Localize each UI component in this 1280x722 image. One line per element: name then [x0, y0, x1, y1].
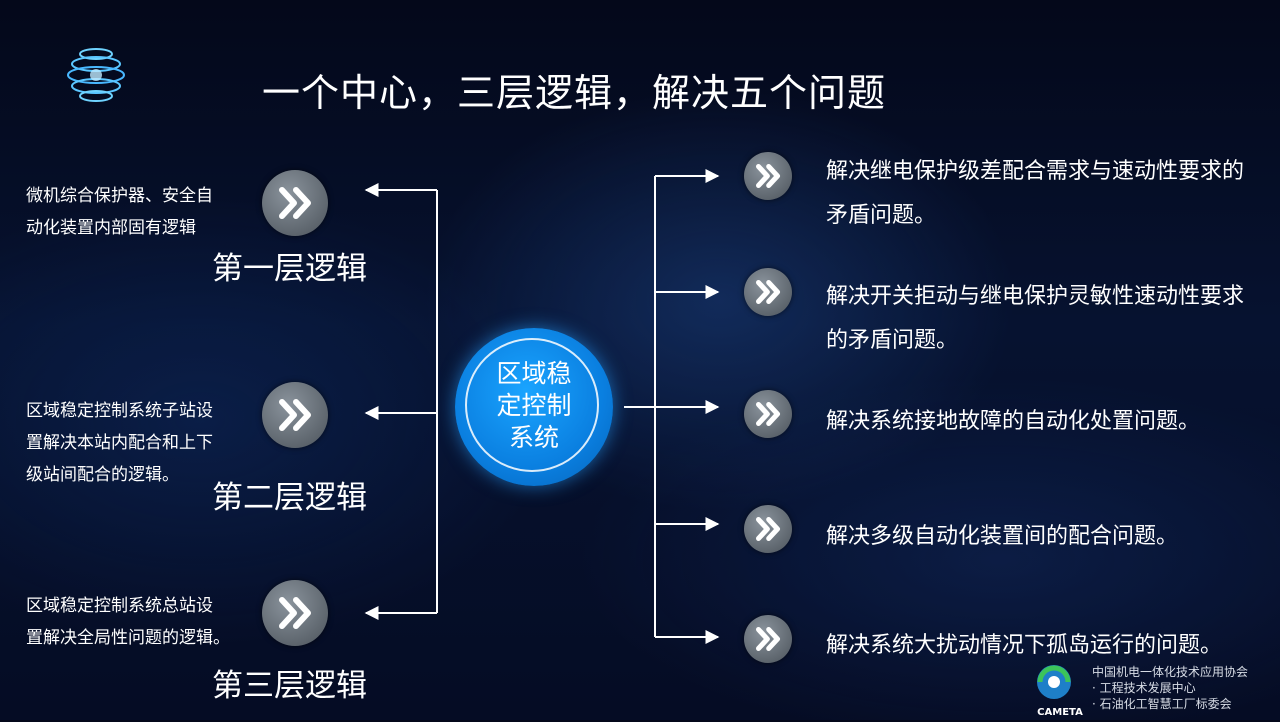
center-node-line-3: 系统: [508, 423, 559, 452]
problem-1-arrow-icon: [744, 152, 792, 200]
problem-5-arrow-icon: [744, 615, 792, 663]
layer-3-label: 第三层逻辑: [212, 668, 367, 704]
problem-5-text: 解决系统大扰动情况下孤岛运行的问题。: [826, 633, 1223, 658]
problem-2-arrow-icon: [744, 268, 792, 316]
cameta-logo-text: CAMETA: [1037, 707, 1083, 718]
center-node: 区域稳 定控制 系统: [455, 328, 613, 486]
layer-2-label: 第二层逻辑: [212, 480, 367, 516]
center-node-line-1: 区域稳: [496, 359, 572, 388]
layer-2-description: 区域稳定控制系统子站设 置解决本站内配合和上下 级站间配合的逻辑。: [26, 401, 213, 485]
layer-3-description: 区域稳定控制系统总站设 置解决全局性问题的逻辑。: [26, 596, 230, 648]
center-node-label: 区域稳 定控制 系统: [455, 358, 613, 454]
problem-1-text: 解决继电保护级差配合需求与速动性要求的矛盾问题。: [826, 159, 1245, 228]
problem-3-arrow-icon: [744, 390, 792, 438]
cameta-logo: CAMETA: [1030, 660, 1090, 718]
center-node-line-2: 定控制: [496, 391, 572, 420]
problem-2-text: 解决开关拒动与继电保护灵敏性速动性要求的矛盾问题。: [826, 284, 1245, 353]
page-title: 一个中心，三层逻辑，解决五个问题: [262, 71, 887, 115]
problem-4-arrow-icon: [744, 505, 792, 553]
footer-organization: 中国机电一体化技术应用协会 · 工程技术发展中心 · 石油化工智慧工厂标委会: [1092, 665, 1249, 711]
globe-swirl-icon: [56, 40, 136, 112]
problem-4-text: 解决多级自动化装置间的配合问题。: [826, 524, 1179, 549]
layer-3-arrow-icon: [262, 580, 328, 646]
layer-2-arrow-icon: [262, 382, 328, 448]
layer-1-label: 第一层逻辑: [212, 251, 367, 287]
layer-1-arrow-icon: [262, 170, 328, 236]
problem-3-text: 解决系统接地故障的自动化处置问题。: [826, 409, 1201, 434]
center-node-ring: [465, 338, 599, 472]
layer-1-description: 微机综合保护器、安全自 动化装置内部固有逻辑: [26, 186, 213, 238]
